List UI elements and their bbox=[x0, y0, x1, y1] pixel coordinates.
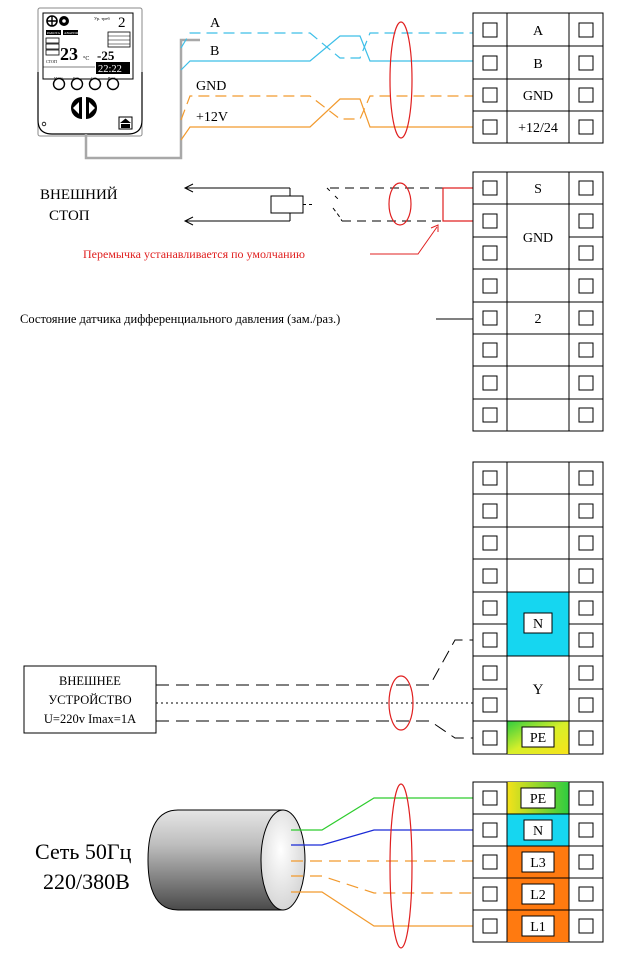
terminal-label-y: Y bbox=[533, 682, 544, 698]
alarm-badge-label: АВАРИЯ bbox=[64, 31, 79, 35]
terminal-label-b: B bbox=[533, 57, 542, 72]
wire-b-label: B bbox=[210, 44, 219, 59]
terminal-screws bbox=[482, 790, 594, 934]
temperature-unit: °C bbox=[83, 55, 89, 62]
terminal-screws bbox=[482, 180, 594, 423]
terminal-label-a: A bbox=[533, 24, 544, 39]
stop-small-label: СТОП bbox=[46, 59, 57, 64]
terminal-label-gnd-2: GND bbox=[523, 231, 553, 246]
enter-key-label: Ввод bbox=[108, 76, 116, 80]
jumper-wire bbox=[442, 187, 473, 222]
mains-terminal-l2: L2 bbox=[530, 888, 546, 903]
negative-readout: -25 bbox=[97, 48, 115, 63]
terminal-label-s: S bbox=[534, 182, 542, 197]
mains-terminal-pe: PE bbox=[530, 792, 546, 807]
mains-terminal-l1: L1 bbox=[530, 920, 546, 935]
mode-key-label: Реж. bbox=[73, 76, 80, 80]
sensor-label: Состояние датчика дифференциального давл… bbox=[20, 312, 340, 326]
arrow-left-icon bbox=[73, 102, 79, 114]
controller-device: Ур. треб 2 РАБОТА АВАРИЯ 23 °C СТОП -25 … bbox=[37, 7, 143, 137]
shield-marker-ext-device bbox=[388, 675, 414, 731]
terminal-label-2: 2 bbox=[535, 312, 542, 327]
terminal-block-4: PE N L3 L2 L1 bbox=[472, 781, 604, 943]
menu-key-label: Меню bbox=[54, 76, 63, 80]
jumper-note: Перемычка устанавливается по умолчанию bbox=[83, 247, 305, 261]
temperature-readout: 23 bbox=[60, 44, 78, 64]
terminal-block-1: A B GND +12/24 bbox=[472, 12, 604, 144]
controller-cable bbox=[84, 38, 200, 160]
shield-marker-rs485 bbox=[389, 21, 413, 139]
terminal-block-3: N Y PE bbox=[472, 461, 604, 755]
mains-wire-pe bbox=[291, 797, 473, 831]
external-stop-label-line2: СТОП bbox=[49, 208, 90, 224]
device-top-digit: 2 bbox=[118, 15, 126, 31]
menu-key-button[interactable] bbox=[52, 77, 66, 91]
wire-gnd-label: GND bbox=[196, 79, 226, 94]
mains-label-line1: Сеть 50Гц bbox=[35, 839, 132, 864]
external-device-line3: U=220v Imax=1A bbox=[44, 712, 136, 726]
mains-cable: Сеть 50Гц 220/380В bbox=[35, 783, 473, 949]
enter-key-button[interactable] bbox=[106, 77, 120, 91]
time-readout: 22:22 bbox=[98, 64, 122, 75]
mains-label-line2: 220/380В bbox=[43, 869, 130, 894]
terminal-screws bbox=[482, 470, 594, 746]
set-key-label: Сет bbox=[91, 76, 97, 80]
terminal-label-12-24: +12/24 bbox=[518, 121, 558, 136]
mode-key-button[interactable] bbox=[70, 77, 84, 91]
shield-marker-mains bbox=[389, 783, 413, 949]
wire-12v-label: +12V bbox=[196, 110, 228, 125]
shield-marker-stop bbox=[388, 182, 412, 226]
relay-coil bbox=[270, 195, 304, 214]
external-stop: ВНЕШНИЙ СТОП Перемычка устанавливается п… bbox=[40, 182, 473, 261]
terminal-label-pe: PE bbox=[530, 731, 546, 746]
wire-a-label: A bbox=[210, 16, 221, 31]
external-device-box bbox=[23, 665, 157, 734]
fan-icon bbox=[46, 15, 58, 27]
terminal-block-2: S GND 2 bbox=[472, 171, 604, 432]
jumper-pointer-line bbox=[370, 226, 438, 255]
terminal-label-n: N bbox=[533, 617, 543, 632]
arrow-right-icon bbox=[89, 102, 95, 114]
external-stop-label-line1: ВНЕШНИЙ bbox=[40, 186, 118, 203]
rs485-wires: A B GND +12V bbox=[180, 16, 473, 141]
mains-terminal-l3: L3 bbox=[530, 856, 546, 871]
gear-icon bbox=[59, 16, 69, 26]
external-device: ВНЕШНЕЕ УСТРОЙСТВО U=220v Imax=1A bbox=[23, 639, 473, 739]
run-badge-label: РАБОТА bbox=[47, 31, 61, 35]
mains-wire-l2 bbox=[291, 875, 473, 894]
terminal-screws bbox=[482, 22, 594, 135]
logo-icon bbox=[118, 116, 133, 130]
terminal-label-gnd: GND bbox=[523, 89, 553, 104]
device-top-label: Ур. треб bbox=[94, 16, 111, 21]
mains-wire-n bbox=[291, 829, 473, 846]
run-badge bbox=[46, 30, 61, 35]
mains-wire-l1 bbox=[291, 891, 473, 927]
external-device-line2: УСТРОЙСТВО bbox=[48, 693, 131, 707]
mains-terminal-n: N bbox=[533, 824, 543, 839]
external-device-line1: ВНЕШНЕЕ bbox=[59, 674, 121, 688]
set-key-button[interactable] bbox=[88, 77, 102, 91]
alarm-badge bbox=[63, 30, 78, 35]
